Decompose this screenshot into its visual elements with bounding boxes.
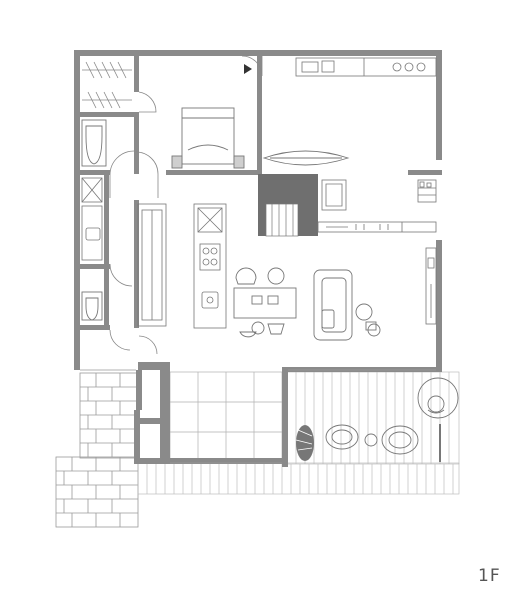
walls (74, 50, 442, 467)
kitchen-island (193, 203, 227, 329)
outdoor-chairs (325, 424, 419, 455)
toilet-lower (81, 291, 103, 321)
refrigerator (321, 179, 347, 211)
dining-table (233, 287, 297, 319)
toilet-upper (81, 119, 107, 167)
play-icon (244, 64, 252, 74)
bed (171, 107, 245, 169)
shelf-unit (417, 179, 437, 203)
floor-label: 1F (478, 566, 501, 586)
door-swings (109, 55, 263, 355)
hanging-chair (417, 377, 459, 462)
dining-chairs (235, 267, 285, 338)
kitchen-counter (295, 57, 437, 77)
wardrobe-top (82, 61, 132, 79)
boat (262, 150, 350, 166)
kitchen-back-counter (317, 221, 437, 233)
openings (80, 369, 436, 464)
terrace-tiles (169, 371, 283, 463)
vanity-sink (81, 205, 103, 261)
potted-plant (295, 425, 314, 461)
tv-board (425, 247, 437, 325)
staircase (258, 174, 318, 237)
shower-tray (81, 177, 103, 203)
hall-cabinet (137, 203, 167, 327)
wardrobe-middle (82, 91, 132, 109)
entry-paving (55, 372, 139, 528)
sofa (313, 269, 353, 341)
side-table (355, 303, 381, 337)
